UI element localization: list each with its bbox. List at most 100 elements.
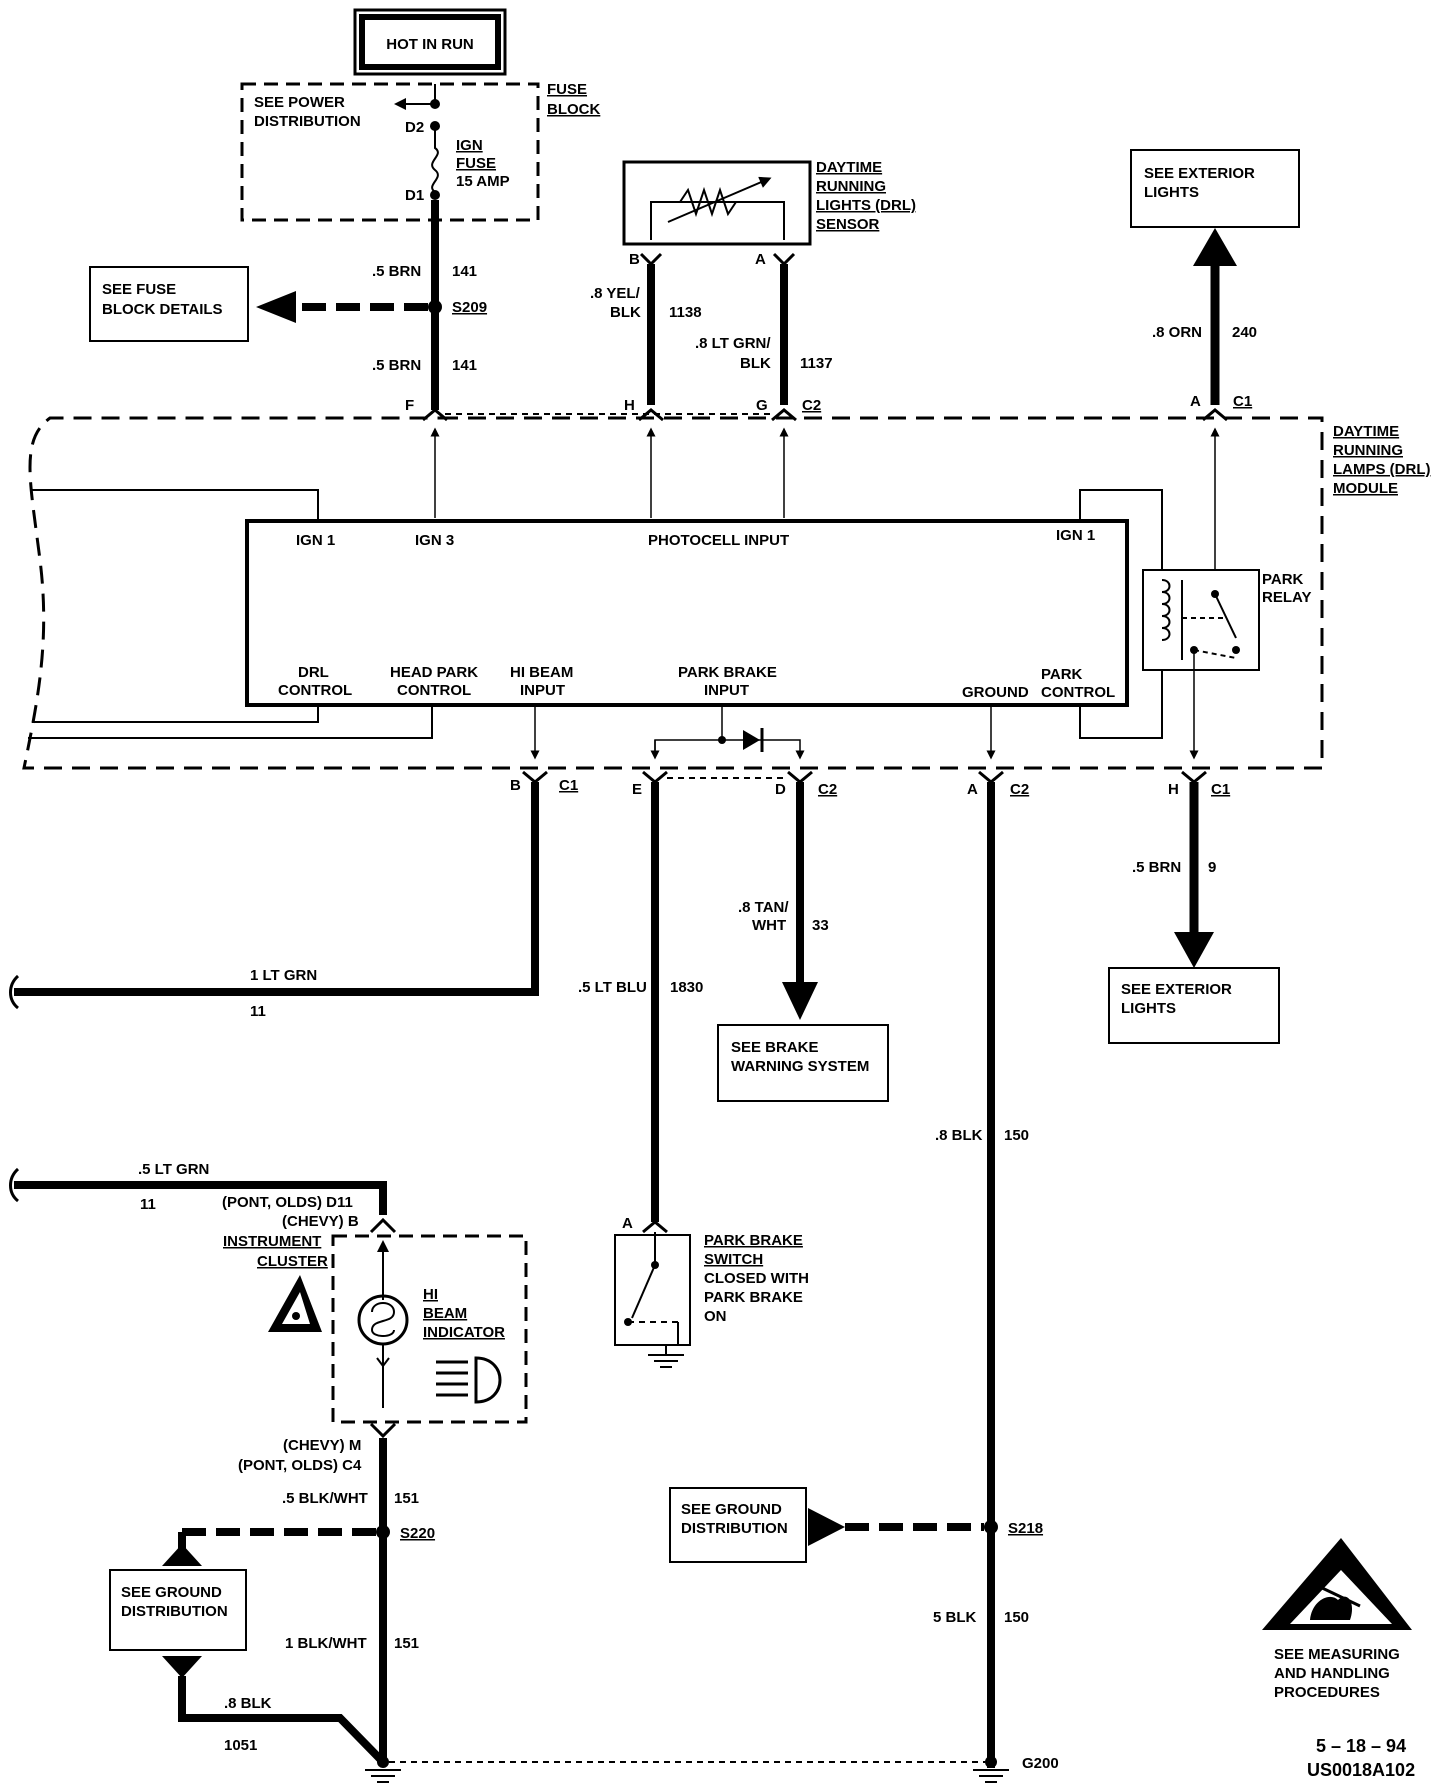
park-control-label: PARK xyxy=(1041,666,1083,683)
pin-b-bottom: B xyxy=(510,777,521,794)
wire-151: (CHEVY) M (PONT, OLDS) C4 .5 BLK/WHT 151… xyxy=(238,1422,435,1762)
svg-text:1051: 1051 xyxy=(224,1737,257,1754)
wire-150: .8 BLK 150 S218 5 BLK 150 xyxy=(933,782,1043,1768)
svg-text:.8 BLK: .8 BLK xyxy=(224,1695,272,1712)
park-brake-switch: A PARK BRAKE SWITCH CLOSED WITH PARK BRA… xyxy=(614,1215,809,1368)
svg-text:LIGHTS: LIGHTS xyxy=(1121,1000,1176,1017)
s220-splice xyxy=(376,1525,390,1539)
sensor-pin-b: B xyxy=(629,251,640,268)
svg-text:BLK: BLK xyxy=(740,355,771,372)
svg-text:RUNNING: RUNNING xyxy=(816,178,886,195)
svg-text:ON: ON xyxy=(704,1308,727,1325)
pin-d1: D1 xyxy=(405,187,424,204)
svg-text:11: 11 xyxy=(140,1196,156,1213)
pin-f: F xyxy=(405,397,414,414)
svg-text:RELAY: RELAY xyxy=(1262,589,1311,606)
footer: 5 – 18 – 94 US0018A102 xyxy=(1307,1736,1415,1780)
svg-text:.5 LT BLU: .5 LT BLU xyxy=(578,979,647,996)
wire-33: .8 TAN/ WHT 33 xyxy=(738,782,829,1020)
brake-warning-ref: SEE BRAKE WARNING SYSTEM xyxy=(717,1024,889,1102)
relay-coil xyxy=(1161,579,1171,641)
svg-text:MODULE: MODULE xyxy=(1333,480,1398,497)
ign-fuse-label: IGN xyxy=(456,137,483,154)
park-relay-label: PARK xyxy=(1262,571,1304,588)
svg-text:.5 BRN: .5 BRN xyxy=(372,357,421,374)
see-ground-distribution-left-label: SEE GROUND xyxy=(121,1584,222,1601)
svg-text:.5 BRN: .5 BRN xyxy=(1132,859,1181,876)
svg-text:AND HANDLING: AND HANDLING xyxy=(1274,1665,1390,1682)
pin-d2: D2 xyxy=(405,119,424,136)
d1-terminal xyxy=(430,190,440,200)
svg-text:PROCEDURES: PROCEDURES xyxy=(1274,1684,1380,1701)
g200-label: G200 xyxy=(1022,1755,1059,1772)
svg-text:WARNING SYSTEM: WARNING SYSTEM xyxy=(731,1058,869,1075)
svg-text:DISTRIBUTION: DISTRIBUTION xyxy=(681,1520,788,1537)
drl-sensor: DAYTIME RUNNING LIGHTS (DRL) SENSOR xyxy=(622,159,916,246)
svg-text:INPUT: INPUT xyxy=(520,682,565,699)
head-park-control-label: HEAD PARK xyxy=(390,664,478,681)
svg-text:150: 150 xyxy=(1004,1127,1029,1144)
ground-distribution-right-ref: SEE GROUND DISTRIBUTION xyxy=(669,1487,984,1563)
svg-text:5 BLK: 5 BLK xyxy=(933,1609,977,1626)
drl-sensor-label: DAYTIME xyxy=(816,159,882,176)
ground-distribution-left-ref: SEE GROUND DISTRIBUTION xyxy=(109,1528,376,1678)
drl-control-label: DRL xyxy=(298,664,329,681)
see-exterior-lights-label: SEE EXTERIOR xyxy=(1144,165,1255,182)
photocell-input-label: PHOTOCELL INPUT xyxy=(648,532,789,549)
chevy-m: (CHEVY) M xyxy=(283,1437,361,1454)
svg-text:.5 BRN: .5 BRN xyxy=(372,263,421,280)
svg-text:INDICATOR: INDICATOR xyxy=(423,1324,505,1341)
conn-c1-b: C1 xyxy=(559,777,578,794)
see-brake-warning-label: SEE BRAKE xyxy=(731,1039,819,1056)
svg-text:SWITCH: SWITCH xyxy=(704,1251,763,1268)
see-ground-distribution-right-label: SEE GROUND xyxy=(681,1501,782,1518)
hot-in-run-label: HOT IN RUN xyxy=(386,36,474,53)
wire-1051: .8 BLK 1051 xyxy=(178,1676,386,1765)
conn-c1-h: C1 xyxy=(1211,781,1230,798)
svg-text:CONTROL: CONTROL xyxy=(278,682,352,699)
exterior-lights-bottom-ref: SEE EXTERIOR LIGHTS xyxy=(1108,967,1280,1044)
s209-splice xyxy=(428,300,442,314)
conn-c2-a: C2 xyxy=(1010,781,1029,798)
svg-text:150: 150 xyxy=(1004,1609,1029,1626)
svg-text:CONTROL: CONTROL xyxy=(1041,684,1115,701)
esd-notice: SEE MEASURING AND HANDLING PROCEDURES xyxy=(1262,1538,1412,1701)
svg-text:LIGHTS (DRL): LIGHTS (DRL) xyxy=(816,197,916,214)
svg-text:BLK: BLK xyxy=(610,304,641,321)
pin-g: G xyxy=(756,397,768,414)
pont-olds-d11: (PONT, OLDS) D11 xyxy=(222,1194,353,1211)
svg-text:1 BLK/WHT: 1 BLK/WHT xyxy=(285,1635,367,1652)
svg-text:CONTROL: CONTROL xyxy=(397,682,471,699)
pin-a-top: A xyxy=(1190,393,1201,410)
svg-text:1 LT GRN: 1 LT GRN xyxy=(250,967,317,984)
instrument-cluster-label: INSTRUMENT xyxy=(223,1233,321,1250)
ground-label: GROUND xyxy=(962,684,1029,701)
fuse-symbol xyxy=(431,126,439,193)
svg-text:1137: 1137 xyxy=(800,355,833,372)
wire-11-cluster: .5 LT GRN 11 (PONT, OLDS) D11 (CHEVY) B xyxy=(9,1161,397,1234)
svg-text:SENSOR: SENSOR xyxy=(816,216,880,233)
ign1-left-label: IGN 1 xyxy=(296,532,335,549)
svg-text:.8 TAN/: .8 TAN/ xyxy=(738,899,789,916)
svg-text:11: 11 xyxy=(250,1003,266,1020)
s209-label: S209 xyxy=(452,299,487,316)
hi-beam-input-label: HI BEAM xyxy=(510,664,573,681)
svg-text:INPUT: INPUT xyxy=(704,682,749,699)
photocell-resistor xyxy=(679,186,737,218)
svg-text:CLOSED WITH: CLOSED WITH xyxy=(704,1270,809,1287)
sensor-pin-a: A xyxy=(755,251,766,268)
svg-text:.8 ORN: .8 ORN xyxy=(1152,324,1202,341)
conn-c1-top: C1 xyxy=(1233,393,1252,410)
svg-text:151: 151 xyxy=(394,1490,419,1507)
wire-1138: B .8 YEL/ BLK 1138 xyxy=(590,251,702,405)
svg-text:141: 141 xyxy=(452,263,477,280)
instrument-cluster: INSTRUMENT CLUSTER HI BEAM INDICATOR xyxy=(223,1233,528,1424)
pin-d: D xyxy=(775,781,786,798)
park-brake-input-label: PARK BRAKE xyxy=(678,664,777,681)
svg-text:RUNNING: RUNNING xyxy=(1333,442,1403,459)
pin-h-bottom: H xyxy=(1168,781,1179,798)
svg-text:.8 BLK: .8 BLK xyxy=(935,1127,983,1144)
svg-text:151: 151 xyxy=(394,1635,419,1652)
esd-label: SEE MEASURING xyxy=(1274,1646,1400,1663)
fuse-block-details-ref: SEE FUSE BLOCK DETAILS xyxy=(89,266,428,342)
